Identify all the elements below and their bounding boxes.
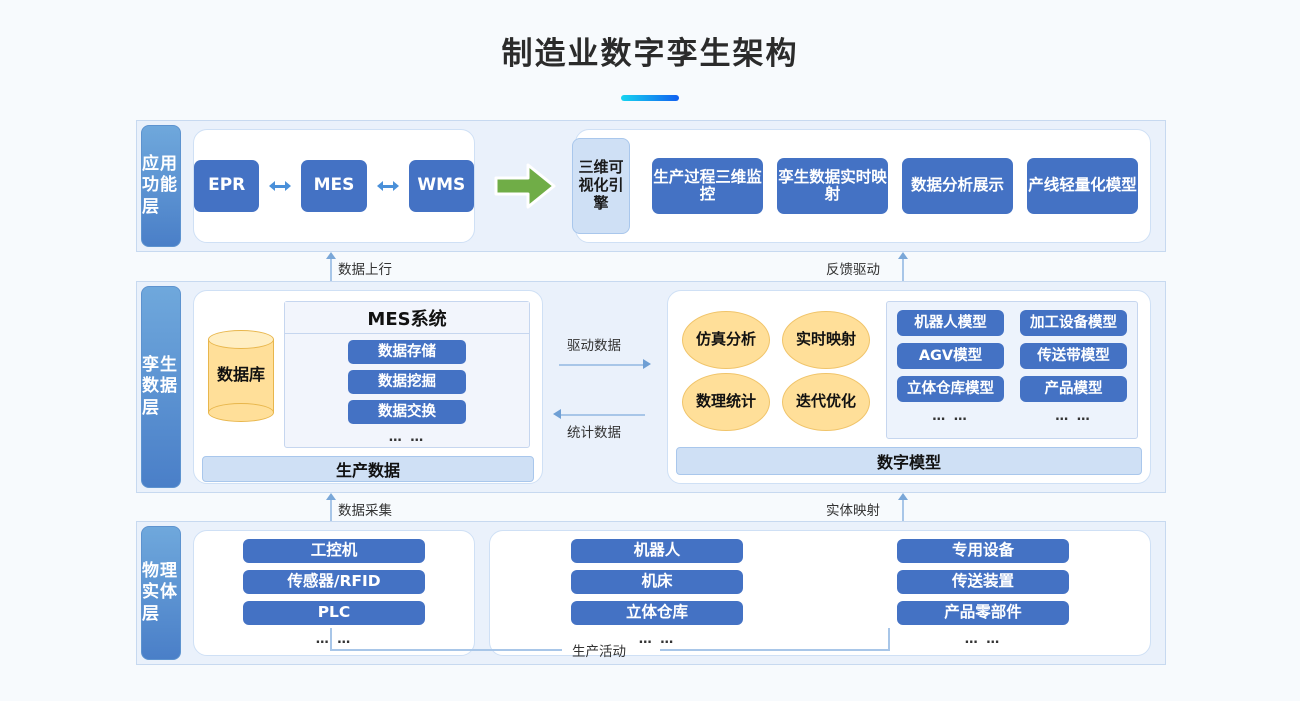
app-box-mes[interactable]: MES	[301, 160, 367, 212]
connector-entity-mapping: 实体映射	[826, 493, 986, 523]
layer-physical-body: 工控机 传感器/RFID PLC … … 机器人 机床 立体仓库 … … 专用设…	[181, 522, 1165, 664]
mes-system-title: MES系统	[285, 302, 529, 334]
model-column-left: 机器人模型 AGV模型 立体仓库模型 … …	[897, 310, 1004, 430]
capability-ellipse-grid: 仿真分析 实时映射 数理统计 迭代优化	[678, 311, 874, 431]
database-cylinder-icon: 数据库	[208, 329, 274, 422]
model-item-processing-equipment[interactable]: 加工设备模型	[1020, 310, 1127, 336]
physical-column-right-more: … …	[964, 632, 1002, 647]
layer-tab-twin-data: 孪生数据层	[141, 286, 181, 488]
function-box-data-analysis[interactable]: 数据分析展示	[902, 158, 1013, 214]
function-box-twin-data-mapping[interactable]: 孪生数据实时映射	[777, 158, 888, 214]
mes-item-list: 数据存储 数据挖掘 数据交换 … …	[285, 334, 529, 447]
capability-simulation-analysis[interactable]: 仿真分析	[682, 311, 770, 369]
application-function-row: 生产过程三维监控 孪生数据实时映射 数据分析展示 产线轻量化模型	[642, 158, 1138, 214]
physical-column-left: 机器人 机床 立体仓库 … …	[512, 539, 802, 647]
model-column-right: 加工设备模型 传送带模型 产品模型 … …	[1020, 310, 1127, 430]
physical-left-more: … …	[315, 632, 353, 647]
mes-system-card: MES系统 数据存储 数据挖掘 数据交换 … …	[284, 301, 530, 448]
bidirectional-arrow-icon	[269, 180, 292, 192]
production-data-content: 数据库 MES系统 数据存储 数据挖掘 数据交换 … …	[194, 291, 542, 456]
digital-model-panel: 仿真分析 实时映射 数理统计 迭代优化 机器人模型 AGV模型 立体仓库模型 ……	[667, 290, 1151, 484]
physical-item-special-equipment[interactable]: 专用设备	[897, 539, 1069, 563]
connector-label-statistics-data: 统计数据	[567, 425, 621, 441]
layer-twin-data: 孪生数据层 数据库 MES系统 数据存储 数据挖掘 数据交换 …	[136, 281, 1166, 493]
connector-label-drive-data: 驱动数据	[567, 338, 621, 354]
layer-physical-entity: 物理实体层 工控机 传感器/RFID PLC … … 机器人 机床 立体仓库 ……	[136, 521, 1166, 665]
mes-item-more: … …	[388, 430, 426, 445]
function-box-lightweight-model[interactable]: 产线轻量化模型	[1027, 158, 1138, 214]
engine-label-box: 三维可视化引擎	[572, 138, 630, 234]
digital-model-footer: 数字模型	[676, 447, 1142, 475]
layer-tab-physical-entity: 物理实体层	[141, 526, 181, 660]
physical-item-conveying-device[interactable]: 传送装置	[897, 570, 1069, 594]
visualization-panel: 三维可视化引擎 生产过程三维监控 孪生数据实时映射 数据分析展示 产线轻量化模型	[572, 129, 1151, 243]
physical-item-sensor-rfid[interactable]: 传感器/RFID	[243, 570, 425, 594]
production-data-panel: 数据库 MES系统 数据存储 数据挖掘 数据交换 … … 生产数据	[193, 290, 543, 484]
title-block: 制造业数字孪生架构	[0, 28, 1300, 101]
page-title: 制造业数字孪生架构	[501, 36, 799, 72]
layer-application-body: EPR MES WMS 三维可视化引擎 生产过程三维监控 孪	[181, 121, 1165, 251]
physical-item-industrial-pc[interactable]: 工控机	[243, 539, 425, 563]
connector-label-feedback-drive: 反馈驱动	[826, 262, 880, 278]
production-data-footer: 生产数据	[202, 456, 534, 482]
mes-item-data-mining[interactable]: 数据挖掘	[348, 370, 466, 394]
model-item-product[interactable]: 产品模型	[1020, 376, 1127, 402]
model-item-robot[interactable]: 机器人模型	[897, 310, 1004, 336]
twin-data-mid-connectors: 驱动数据 统计数据	[553, 290, 653, 484]
connector-data-upload: 数据上行	[322, 252, 482, 282]
physical-item-machine-tool[interactable]: 机床	[571, 570, 743, 594]
digital-model-content: 仿真分析 实时映射 数理统计 迭代优化 机器人模型 AGV模型 立体仓库模型 ……	[668, 291, 1150, 447]
layer-application: 应用功能层 EPR MES WMS 三维可视化引擎	[136, 120, 1166, 252]
connector-feedback-drive: 反馈驱动	[826, 252, 986, 282]
model-item-stereo-warehouse[interactable]: 立体仓库模型	[897, 376, 1004, 402]
model-list-card: 机器人模型 AGV模型 立体仓库模型 … … 加工设备模型 传送带模型 产品模型…	[886, 301, 1138, 439]
physical-column-left-more: … …	[638, 632, 676, 647]
database-label: 数据库	[216, 365, 265, 385]
app-box-epr[interactable]: EPR	[194, 160, 260, 212]
title-underline	[621, 95, 679, 101]
capability-mathematical-statistics[interactable]: 数理统计	[682, 373, 770, 431]
green-flow-arrow-icon	[489, 129, 561, 243]
physical-column-right: 专用设备 传送装置 产品零部件 … …	[838, 539, 1128, 647]
mes-item-data-storage[interactable]: 数据存储	[348, 340, 466, 364]
model-item-agv[interactable]: AGV模型	[897, 343, 1004, 369]
connector-production-activity: 生产活动	[330, 628, 890, 660]
physical-device-panel: 工控机 传感器/RFID PLC … …	[193, 530, 475, 656]
bidirectional-arrow-icon	[376, 180, 399, 192]
app-box-wms[interactable]: WMS	[408, 160, 474, 212]
physical-item-stereo-warehouse[interactable]: 立体仓库	[571, 601, 743, 625]
connector-label-data-collection: 数据采集	[338, 503, 392, 519]
capability-iterative-optimization[interactable]: 迭代优化	[782, 373, 870, 431]
application-systems-panel: EPR MES WMS	[193, 129, 475, 243]
capability-realtime-mapping[interactable]: 实时映射	[782, 311, 870, 369]
model-item-conveyor[interactable]: 传送带模型	[1020, 343, 1127, 369]
mes-item-data-exchange[interactable]: 数据交换	[348, 400, 466, 424]
layer-tab-application: 应用功能层	[141, 125, 181, 247]
physical-item-robot[interactable]: 机器人	[571, 539, 743, 563]
layer-twin-data-body: 数据库 MES系统 数据存储 数据挖掘 数据交换 … … 生产数据	[181, 282, 1165, 492]
physical-equipment-panel: 机器人 机床 立体仓库 … … 专用设备 传送装置 产品零部件 … …	[489, 530, 1151, 656]
model-column-right-more: … …	[1055, 409, 1092, 424]
model-column-left-more: … …	[932, 409, 969, 424]
physical-item-product-parts[interactable]: 产品零部件	[897, 601, 1069, 625]
connector-label-production-activity: 生产活动	[572, 644, 626, 660]
connector-label-data-upload: 数据上行	[338, 262, 392, 278]
physical-item-plc[interactable]: PLC	[243, 601, 425, 625]
function-box-production-monitor[interactable]: 生产过程三维监控	[652, 158, 763, 214]
connector-data-collection: 数据采集	[322, 493, 482, 523]
connector-label-entity-mapping: 实体映射	[826, 503, 880, 519]
